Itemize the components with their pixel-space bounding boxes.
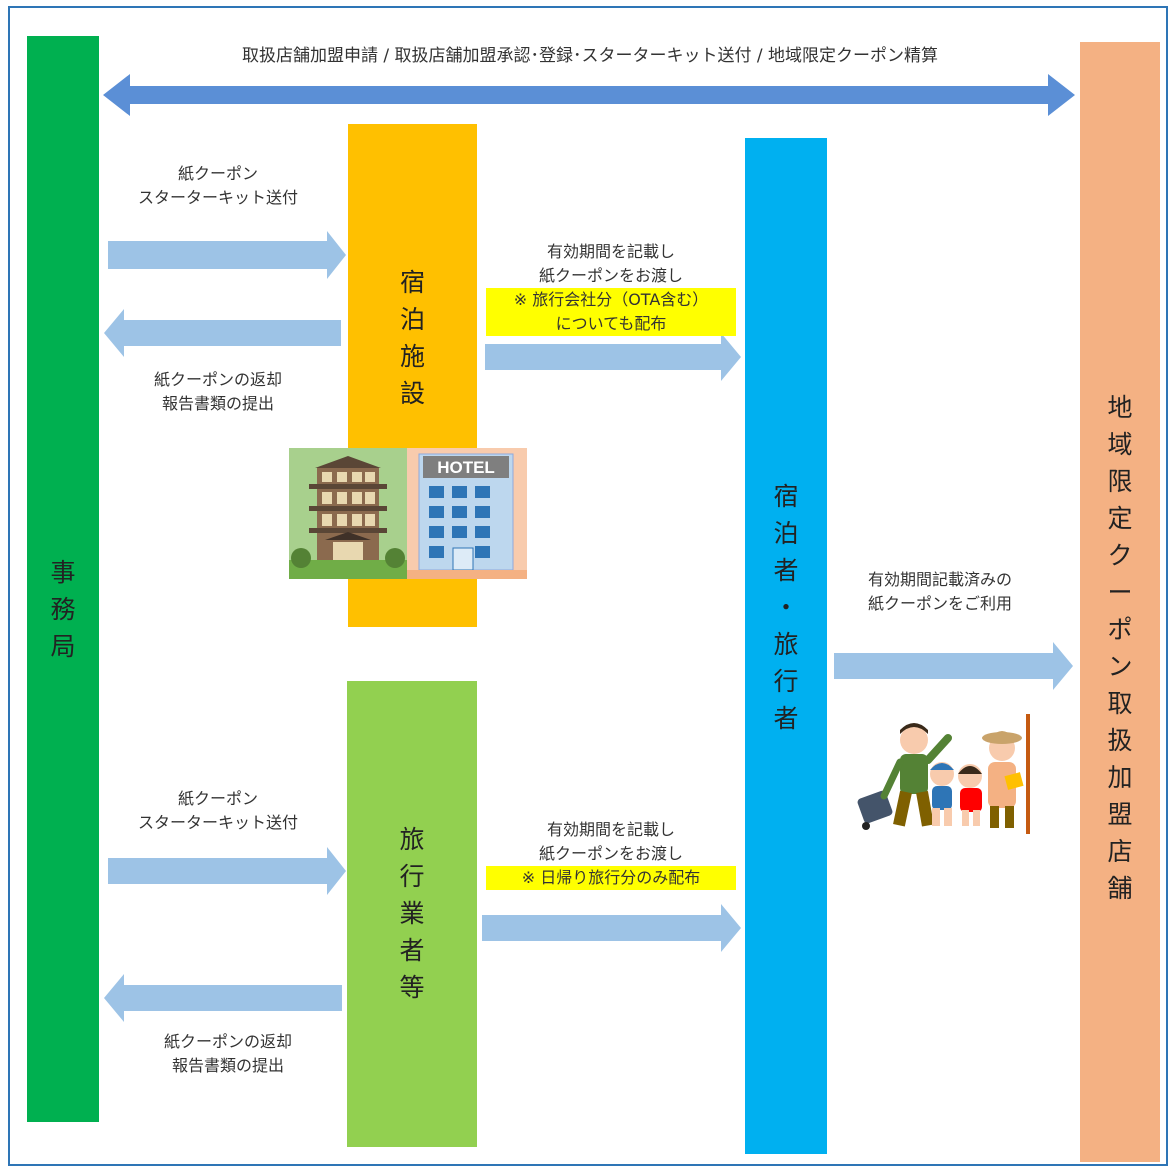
lodging-note-line2: についても配布 [486,312,736,336]
traveler-use-label: 有効期間記載済みの紙クーポンをご利用 [867,570,1012,613]
agency-distribute-arrow [482,904,741,952]
lodging-buildings-illustration: HOTEL [289,448,527,579]
lodging-label: 宿泊施設 [399,268,425,408]
agency-send-label: 紙クーポンスターターキット送付 [137,789,298,832]
office-column: 事務局 [27,36,99,1122]
lodging-return-label: 紙クーポンの返却報告書類の提出 [153,370,282,413]
agency-send-arrow [108,847,346,895]
diagram-frame [8,6,1168,1166]
agency-return-label: 紙クーポンの返却報告書類の提出 [163,1032,292,1075]
traveler-use-arrow [834,642,1073,690]
travelers-illustration [857,714,1030,834]
ryokan-illustration [289,448,407,579]
agency-note: ※ 日帰り旅行分のみ配布 [486,866,736,890]
top-banner-label: 取扱店舗加盟申請 / 取扱店舗加盟承認･登録･スターターキット送付 / 地域限定… [241,46,939,66]
lodging-send-label: 紙クーポンスターターキット送付 [137,164,298,207]
lodging-send-arrow [108,231,346,279]
traveler-column: 宿泊者・旅行者 [745,138,827,1154]
lodging-note-line1: ※ 旅行会社分（OTA含む） [486,288,736,312]
hotel-illustration: HOTEL [407,448,527,579]
lodging-distribute-label: 有効期間を記載し紙クーポンをお渡し ※ 旅行会社分（OTA含む） についても配布 [486,240,736,336]
stores-label: 地域限定クーポン取扱加盟店舗 [1107,393,1133,903]
office-label: 事務局 [50,558,76,661]
banner-double-arrow [103,74,1075,116]
lodging-distribute-arrow [485,333,741,381]
agency-column: 旅行業者等 [347,681,477,1147]
hotel-sign: HOTEL [437,458,495,477]
agency-return-arrow [104,974,342,1022]
traveler-label: 宿泊者・旅行者 [773,482,799,733]
agency-label: 旅行業者等 [399,825,425,1002]
stores-column: 地域限定クーポン取扱加盟店舗 [1080,42,1160,1162]
agency-distribute-label: 有効期間を記載し紙クーポンをお渡し ※ 日帰り旅行分のみ配布 [486,818,736,890]
lodging-return-arrow [104,309,341,357]
